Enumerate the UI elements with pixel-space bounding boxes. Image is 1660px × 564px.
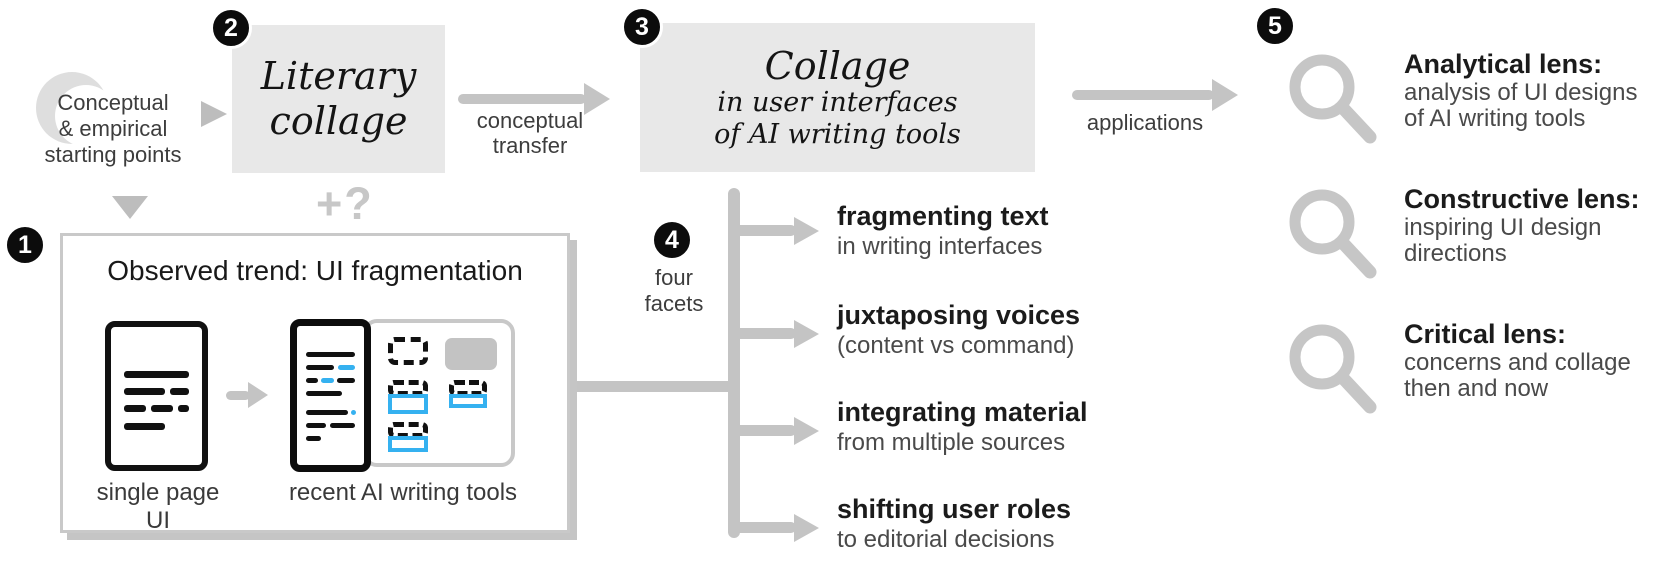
facet-fragmenting-text: fragmenting text in writing interfaces (837, 201, 1049, 260)
transfer-arrow-head-icon (584, 83, 610, 115)
literary-collage-box: Literary collage (232, 25, 445, 173)
transfer-arrow-label: conceptual transfer (476, 108, 584, 158)
trend-arrow-shaft (226, 391, 250, 400)
caption-recent-tools: recent AI writing tools (288, 479, 518, 506)
fragments-panel-icon (363, 319, 515, 467)
lens-constructive: Constructive lens: inspiring UI design d… (1404, 184, 1640, 267)
box1-to-facets-connector (577, 381, 728, 392)
literary-collage-line1: Literary (260, 54, 417, 98)
collage-title: Collage (764, 43, 911, 88)
crescent-icon (36, 72, 117, 147)
literary-collage-line2: collage (269, 99, 408, 143)
step-badge-4: 4 (651, 219, 693, 261)
single-page-doc-icon (105, 321, 208, 471)
lens-analytical: Analytical lens: analysis of UI designs … (1404, 49, 1638, 132)
step-badge-2: 2 (210, 7, 252, 49)
applications-arrow-shaft (1072, 90, 1214, 100)
arrow-down-triangle-icon (112, 196, 148, 219)
four-facets-label: four facets (644, 265, 704, 316)
applications-arrow-head-icon (1212, 79, 1238, 111)
transfer-arrow-shaft (458, 94, 586, 104)
applications-arrow-label: applications (1086, 110, 1204, 135)
lens-critical: Critical lens: concerns and collage then… (1404, 319, 1631, 402)
step-badge-1: 1 (4, 224, 46, 266)
facet-juxtaposing-voices: juxtaposing voices (content vs command) (837, 300, 1081, 359)
facet-shifting-user-roles: shifting user roles to editorial decisio… (837, 494, 1072, 553)
facet-arm (734, 425, 796, 436)
step-badge-3: 3 (621, 6, 663, 48)
fragmented-doc-icon (290, 319, 371, 472)
collage-line1: in user interfaces (717, 86, 958, 118)
facets-trunk-line (728, 188, 740, 538)
facet-integrating-material: integrating material from multiple sourc… (837, 397, 1088, 456)
step-badge-5: 5 (1254, 5, 1296, 47)
caption-single-page: single page UI (96, 479, 220, 534)
gray-block-icon (445, 338, 497, 370)
observed-trend-title: Observed trend: UI fragmentation (107, 255, 523, 286)
facet-arm-head-icon (794, 417, 819, 445)
facet-arm-head-icon (794, 514, 819, 542)
collage-in-ui-box: Collage in user interfaces of AI writing… (640, 23, 1035, 172)
facet-arm-head-icon (794, 217, 819, 245)
magnifier-icon (1289, 54, 1377, 144)
facet-arm (734, 328, 796, 339)
facet-arm-head-icon (794, 320, 819, 348)
arrow-right-triangle-icon (201, 101, 227, 127)
facet-arm (734, 225, 796, 236)
trend-arrow-head-icon (248, 382, 268, 408)
magnifier-icon (1289, 189, 1377, 279)
facet-arm (734, 522, 796, 533)
collage-line2: of AI writing tools (714, 118, 961, 150)
starting-points-label: Conceptual & empirical starting points (44, 90, 182, 167)
plus-question-mark: +? (316, 178, 374, 229)
magnifier-icon (1289, 324, 1377, 414)
observed-trend-box: Observed trend: UI fragmentation (60, 233, 570, 534)
